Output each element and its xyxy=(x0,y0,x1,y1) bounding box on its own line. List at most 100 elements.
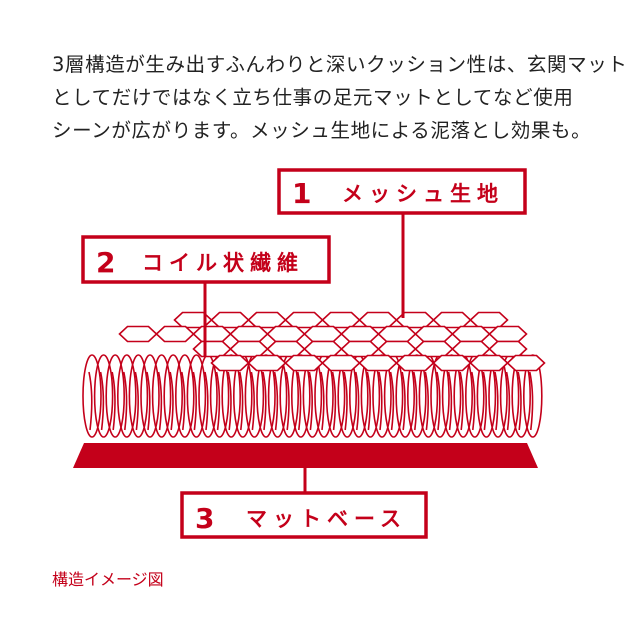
coil-inner-strand xyxy=(250,371,255,431)
diagram-caption: 構造イメージ図 xyxy=(52,570,164,589)
mesh-cell xyxy=(358,354,398,372)
mesh-cell xyxy=(229,340,269,358)
label-name: コイル状繊維 xyxy=(142,251,304,275)
coil-inner-strand xyxy=(204,371,209,431)
coil-inner-strand xyxy=(436,371,441,431)
coil-loop xyxy=(175,354,195,438)
description-line: シーンが広がります。メッシュ生地による泥落とし効果も。 xyxy=(52,119,592,142)
label-base: 3 マットベース xyxy=(180,491,428,539)
coil-inner-strand xyxy=(343,371,348,431)
mesh-cell xyxy=(247,311,287,329)
coil-fiber-layer xyxy=(82,354,543,438)
mesh-cell xyxy=(414,325,454,343)
coil-inner-strand xyxy=(88,371,93,431)
mesh-cell xyxy=(488,340,528,358)
mesh-cell xyxy=(506,354,546,372)
coil-inner-strand xyxy=(529,371,534,431)
coil-loop xyxy=(128,354,149,438)
coil-inner-strand xyxy=(459,371,464,431)
mesh-cell xyxy=(266,340,306,358)
coil-inner-strand xyxy=(494,371,499,431)
label-number: 2 xyxy=(96,246,115,279)
coil-inner-strand xyxy=(111,371,116,431)
coil-inner-strand xyxy=(471,371,476,431)
coil-inner-strand xyxy=(181,371,186,431)
coil-loop xyxy=(82,354,102,438)
coil-loop xyxy=(163,354,183,438)
mesh-cell xyxy=(377,340,417,358)
mesh-cell xyxy=(266,325,306,343)
coil-loop xyxy=(151,354,172,438)
coil-inner-strand xyxy=(389,371,395,431)
description-text: 3層構造が生み出すふんわりと深いクッション性は、玄関マット としてだけではなく立… xyxy=(52,48,628,147)
coil-loop xyxy=(105,354,125,438)
coil-loop xyxy=(93,354,114,438)
label-number: 1 xyxy=(292,177,311,210)
mesh-cell xyxy=(340,325,380,343)
mesh-cell xyxy=(284,354,324,372)
coil-inner-strand xyxy=(273,371,279,431)
mesh-cell xyxy=(210,354,250,372)
coil-inner-strand xyxy=(308,371,313,431)
coil-inner-strand xyxy=(482,371,487,431)
coil-inner-strand xyxy=(99,371,105,431)
coil-inner-strand xyxy=(505,371,511,431)
coil-inner-strand xyxy=(134,371,139,431)
coil-inner-strand xyxy=(378,371,383,431)
mesh-cell xyxy=(358,311,398,329)
label-name: マットベース xyxy=(246,507,407,531)
label-name: メッシュ生地 xyxy=(342,182,504,206)
coil-inner-strand xyxy=(355,371,360,431)
coil-loop xyxy=(117,354,137,438)
label-mesh: 1 メッシュ生地 xyxy=(277,168,527,215)
mesh-cell xyxy=(321,311,361,329)
coil-loop xyxy=(186,354,207,438)
coil-inner-strand xyxy=(169,371,174,431)
mesh-cell xyxy=(488,325,528,343)
coil-inner-strand xyxy=(401,371,406,431)
mesh-cell xyxy=(340,340,380,358)
coil-inner-strand xyxy=(517,371,522,431)
mesh-cell xyxy=(210,311,250,329)
mesh-cell xyxy=(451,325,491,343)
mesh-cell xyxy=(303,325,343,343)
mesh-cell xyxy=(395,354,435,372)
coil-inner-strand xyxy=(297,371,302,431)
coil-inner-strand xyxy=(424,371,429,431)
description-line: 3層構造が生み出すふんわりと深いクッション性は、玄関マット xyxy=(52,53,628,76)
mesh-cell xyxy=(192,325,232,343)
mesh-cell xyxy=(377,325,417,343)
mesh-cell xyxy=(469,311,509,329)
label-number: 3 xyxy=(195,502,214,535)
mesh-cell xyxy=(192,340,232,358)
mesh-cell xyxy=(155,325,195,343)
coil-inner-strand xyxy=(227,371,232,431)
coil-inner-strand xyxy=(146,371,151,431)
coil-inner-strand xyxy=(285,371,290,431)
mesh-cell xyxy=(451,340,491,358)
mesh-cell xyxy=(432,311,472,329)
coil-inner-strand xyxy=(447,371,453,431)
coil-inner-strand xyxy=(215,371,221,431)
coil-inner-strand xyxy=(157,371,163,431)
mesh-cell xyxy=(118,325,158,343)
coil-inner-strand xyxy=(366,371,371,431)
coil-inner-strand xyxy=(192,371,197,431)
mesh-cell xyxy=(229,325,269,343)
coil-inner-strand xyxy=(123,371,128,431)
coil-inner-strand xyxy=(320,371,325,431)
coil-inner-strand xyxy=(262,371,267,431)
mesh-cell xyxy=(247,354,287,372)
mesh-cell xyxy=(469,354,509,372)
description-line: としてだけではなく立ち仕事の足元マットとしてなど使用 xyxy=(52,86,574,109)
coil-inner-strand xyxy=(331,371,337,431)
coil-inner-strand xyxy=(239,371,244,431)
mesh-cell xyxy=(414,340,454,358)
coil-loop xyxy=(140,354,160,438)
mesh-cell xyxy=(432,354,472,372)
mesh-layer xyxy=(118,311,546,372)
mat-base xyxy=(73,443,538,468)
mesh-cell xyxy=(321,354,361,372)
coil-inner-strand xyxy=(413,371,418,431)
